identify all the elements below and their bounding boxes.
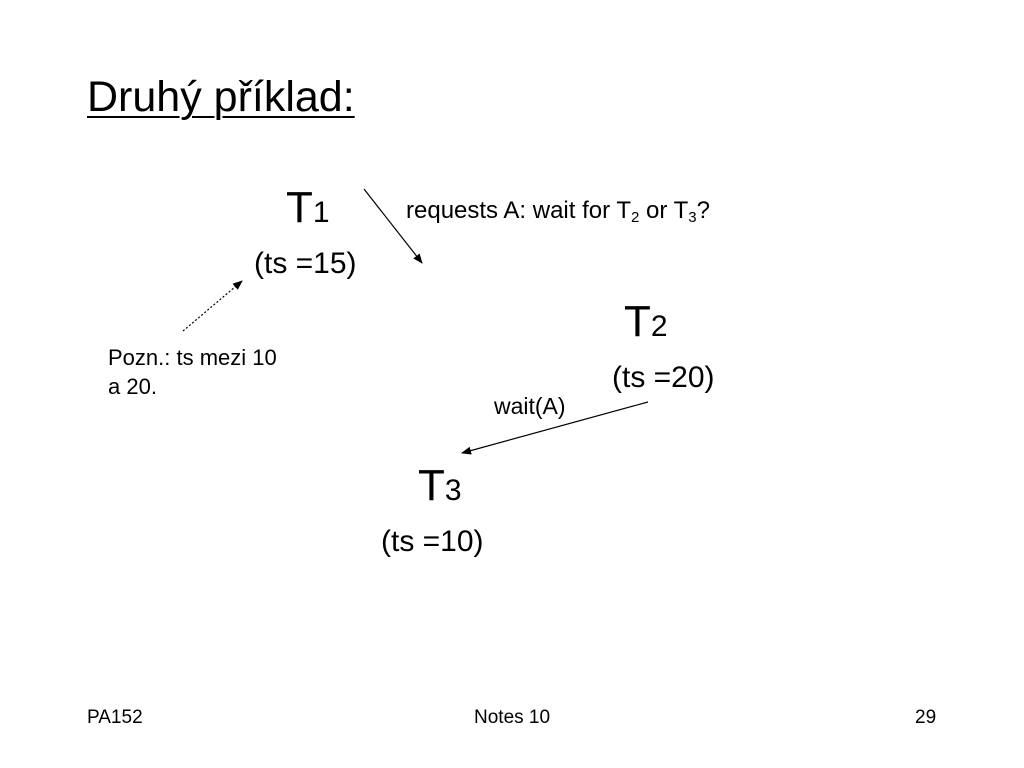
t2-letter: T xyxy=(624,297,651,346)
note-pointer-arrow xyxy=(182,280,243,332)
t2-timestamp: (ts =20) xyxy=(612,361,715,394)
t3-letter: T xyxy=(418,461,445,510)
request-label-suffix: ? xyxy=(696,197,710,224)
t2-index: 2 xyxy=(650,310,668,343)
footer-page-number: 29 xyxy=(915,707,937,728)
transaction-t1: T1 xyxy=(286,186,330,230)
t3-timestamp: (ts =10) xyxy=(381,525,484,558)
request-label-middle: or T xyxy=(639,197,689,224)
footer-course-code: PA152 xyxy=(87,707,143,728)
footer-notes-label: Notes 10 xyxy=(474,707,551,728)
transaction-t2: T2 xyxy=(624,300,668,344)
t3-index: 3 xyxy=(444,474,462,507)
note-text: Pozn.: ts mezi 10 a 20. xyxy=(108,345,277,399)
t1-timestamp: (ts =15) xyxy=(254,247,357,280)
wait-label: wait(A) xyxy=(494,393,566,419)
t1-letter: T xyxy=(286,183,313,232)
request-label: requests A: wait for T2 or T3? xyxy=(406,197,710,226)
slide-title: Druhý příklad: xyxy=(87,73,355,121)
request-label-sub-b: 3 xyxy=(688,209,697,226)
request-label-sub-a: 2 xyxy=(631,209,640,226)
t1-index: 1 xyxy=(312,196,330,229)
request-label-prefix: requests A: wait for T xyxy=(406,197,631,224)
transaction-t3: T3 xyxy=(418,464,462,508)
